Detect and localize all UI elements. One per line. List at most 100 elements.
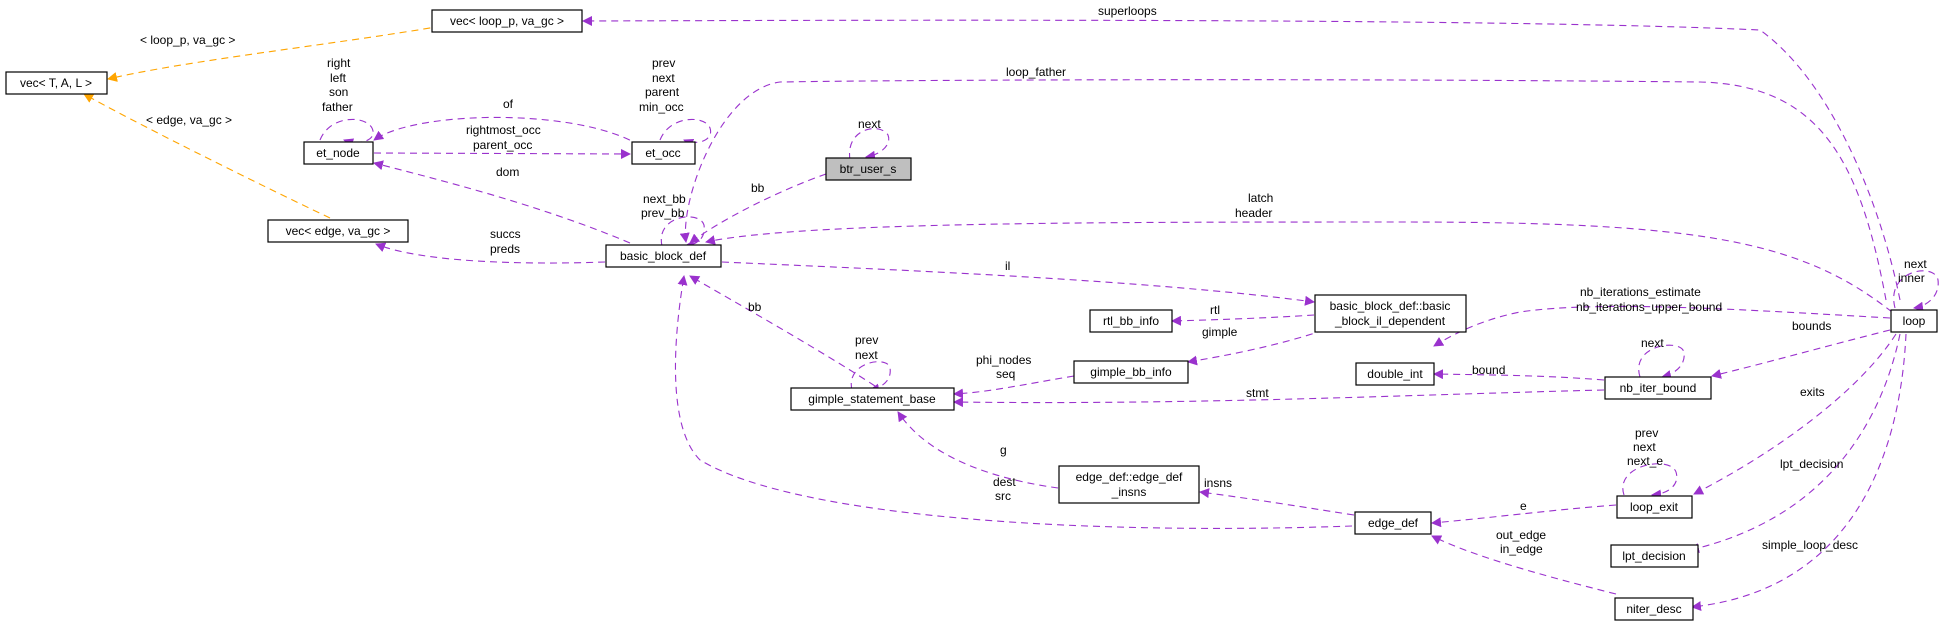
node-loop[interactable]: loop xyxy=(1890,309,1938,333)
label-bbd-next-bb: next_bb xyxy=(643,192,686,206)
label-il: il xyxy=(1005,259,1010,273)
edge-latch-header xyxy=(705,221,1893,313)
label-bounds: bounds xyxy=(1792,319,1831,333)
node-label-line-2: _insns xyxy=(1111,485,1147,499)
edge-g xyxy=(897,411,1059,489)
node-label: niter_desc xyxy=(1626,602,1681,616)
label-bound: bound xyxy=(1472,363,1505,377)
edge-gsb-self xyxy=(850,361,891,394)
label-et-occ-self-1: prev xyxy=(652,56,675,70)
node-basic-block-def[interactable]: basic_block_def xyxy=(605,244,722,268)
label-rightmost-occ: rightmost_occ xyxy=(466,123,541,137)
label-dest: dest xyxy=(993,475,1016,489)
node-label: double_int xyxy=(1367,367,1423,381)
label-of: of xyxy=(503,97,514,111)
node-basic-block-il-dependent[interactable]: basic_block_def::basic _block_il_depende… xyxy=(1314,294,1467,333)
node-btr-user-s[interactable]: btr_user_s xyxy=(825,157,912,181)
node-label: edge_def xyxy=(1368,516,1419,530)
label-bb-gimple: bb xyxy=(748,300,762,314)
label-header: header xyxy=(1235,206,1272,220)
node-label: loop xyxy=(1903,314,1926,328)
node-lpt-decision[interactable]: lpt_decision xyxy=(1610,544,1699,568)
label-latch: latch xyxy=(1248,191,1273,205)
edge-loop-self xyxy=(1893,270,1939,312)
edge-rtl xyxy=(1171,314,1315,326)
label-exits: exits xyxy=(1800,385,1825,399)
node-label-line-1: edge_def::edge_def xyxy=(1076,470,1183,484)
node-loop-exit[interactable]: loop_exit xyxy=(1616,495,1693,519)
edge-nb-iterations xyxy=(1433,305,1891,347)
node-double-int[interactable]: double_int xyxy=(1355,362,1435,386)
node-label: vec< loop_p, va_gc > xyxy=(450,14,564,28)
label-le-prev: prev xyxy=(1635,426,1658,440)
edge-bb-gsb xyxy=(689,275,876,387)
label-superloops: superloops xyxy=(1098,4,1157,18)
edge-phi-seq xyxy=(953,375,1075,399)
node-label-line-1: basic_block_def::basic xyxy=(1330,299,1451,313)
label-gsb-prev: prev xyxy=(855,333,878,347)
label-et-occ-self-4: min_occ xyxy=(639,100,684,114)
label-gimple: gimple xyxy=(1202,325,1238,339)
edge-et-occ-self xyxy=(659,118,712,149)
label-preds: preds xyxy=(490,242,520,256)
edge-le-self xyxy=(1622,463,1678,500)
label-nib-next: next xyxy=(1641,336,1664,350)
edge-lpt-decision xyxy=(1689,333,1901,553)
node-gimple-bb-info[interactable]: gimple_bb_info xyxy=(1073,360,1189,384)
label-btr-next: next xyxy=(858,117,881,131)
label-bb-btr: bb xyxy=(751,181,765,195)
node-nb-iter-bound[interactable]: nb_iter_bound xyxy=(1604,376,1712,400)
node-et-occ[interactable]: et_occ xyxy=(631,141,696,165)
edge-loop-father xyxy=(679,79,1887,301)
label-src: src xyxy=(995,489,1011,503)
label-dom: dom xyxy=(496,165,519,179)
node-gimple-statement-base[interactable]: gimple_statement_base xyxy=(790,387,955,411)
label-loop-p-va-gc: < loop_p, va_gc > xyxy=(140,33,235,47)
label-e: e xyxy=(1520,499,1527,513)
node-label: btr_user_s xyxy=(840,162,897,176)
label-succs: succs xyxy=(490,227,521,241)
edge-et-node-self xyxy=(319,118,374,148)
label-simple-loop-desc: simple_loop_desc xyxy=(1762,538,1858,552)
edge-out-in-edge xyxy=(1431,535,1617,595)
label-phi-nodes: phi_nodes xyxy=(976,353,1031,367)
edge-bb-btr xyxy=(689,173,827,244)
label-et-occ-self-2: next xyxy=(652,71,675,85)
label-in-edge: in_edge xyxy=(1500,542,1543,556)
node-vec-t-a-l[interactable]: vec< T, A, L > xyxy=(5,71,108,95)
node-niter-desc[interactable]: niter_desc xyxy=(1614,597,1694,621)
node-vec-edge-va-gc[interactable]: vec< edge, va_gc > xyxy=(267,219,409,243)
label-g: g xyxy=(1000,443,1007,457)
node-label: nb_iter_bound xyxy=(1620,381,1697,395)
node-label: vec< T, A, L > xyxy=(20,76,92,90)
edge-exits xyxy=(1693,333,1897,495)
node-label-line-2: _block_il_dependent xyxy=(1334,314,1446,328)
node-label: et_occ xyxy=(645,146,680,160)
edge-bbd-self xyxy=(660,216,705,251)
label-loop-father: loop_father xyxy=(1006,65,1066,79)
node-label: loop_exit xyxy=(1630,500,1679,514)
label-gsb-next: next xyxy=(855,348,878,362)
label-le-next: next xyxy=(1633,440,1656,454)
node-label: et_node xyxy=(316,146,360,160)
label-loop-next: next xyxy=(1904,257,1927,271)
label-nb-iterations-estimate: nb_iterations_estimate xyxy=(1580,285,1701,299)
edge-rightmost-parent-occ xyxy=(373,148,631,159)
label-edge-va-gc: < edge, va_gc > xyxy=(146,113,232,127)
label-et-node-self-4: father xyxy=(322,100,353,114)
node-label: basic_block_def xyxy=(620,249,707,263)
edge-succs-preds xyxy=(375,242,606,264)
edge-gimple xyxy=(1187,329,1325,366)
label-et-node-self-3: son xyxy=(329,85,348,99)
node-edge-def[interactable]: edge_def xyxy=(1354,511,1432,535)
node-edge-def-insns[interactable]: edge_def::edge_def _insns xyxy=(1058,465,1200,504)
node-vec-loop-p-va-gc[interactable]: vec< loop_p, va_gc > xyxy=(431,9,583,33)
node-label: vec< edge, va_gc > xyxy=(286,224,391,238)
edge-il xyxy=(721,261,1315,306)
label-et-node-self-2: left xyxy=(330,71,347,85)
node-et-node[interactable]: et_node xyxy=(303,141,374,165)
label-et-node-self-1: right xyxy=(327,56,351,70)
node-rtl-bb-info[interactable]: rtl_bb_info xyxy=(1089,309,1173,333)
edge-of xyxy=(373,116,651,154)
